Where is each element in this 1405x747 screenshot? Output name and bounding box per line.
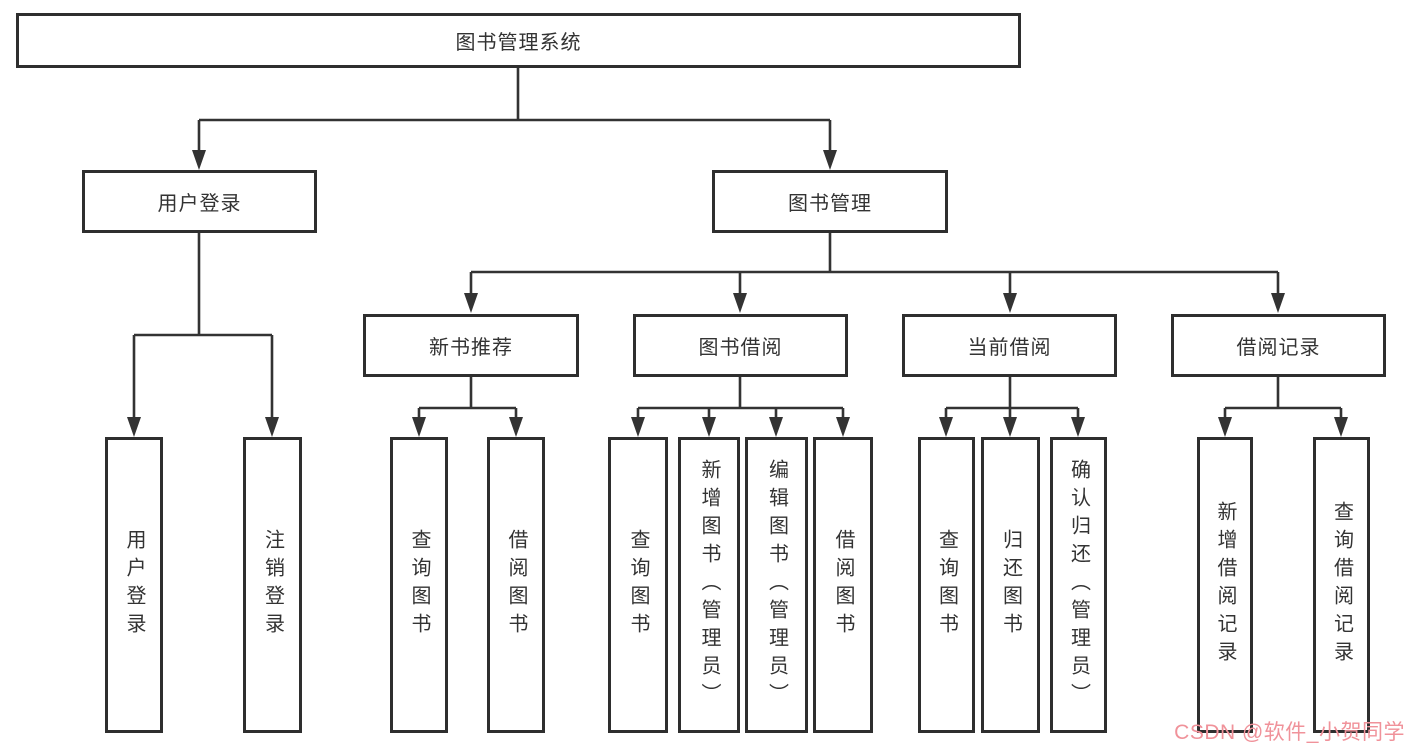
leaf-borrow-books-recommend: 借阅图书: [487, 437, 545, 733]
leaf-query-books-recommend: 查询图书: [390, 437, 448, 733]
leaf-query-books-borrowing: 查询图书: [608, 437, 668, 733]
leaf-query-borrow-record: 查询借阅记录: [1313, 437, 1370, 733]
node-book-borrowing-label: 图书借阅: [698, 337, 783, 359]
node-root-label: 图书管理系统: [455, 32, 582, 54]
leaf-add-book-admin: 新增图书（管理员）: [678, 437, 740, 733]
leaf-label: 查询图书: [408, 529, 430, 641]
leaf-label: 查询图书: [627, 529, 649, 641]
node-borrowing-records: 借阅记录: [1171, 314, 1386, 377]
leaf-label: 借阅图书: [832, 529, 854, 641]
node-book-management: 图书管理: [712, 170, 948, 233]
leaf-user-login: 用户登录: [105, 437, 163, 733]
node-root: 图书管理系统: [16, 13, 1021, 68]
leaf-edit-book-admin: 编辑图书（管理员）: [745, 437, 808, 733]
leaf-confirm-return-admin: 确认归还（管理员）: [1050, 437, 1107, 733]
leaf-return-book: 归还图书: [981, 437, 1040, 733]
csdn-watermark: CSDN @软件_小贺同学: [1174, 721, 1405, 744]
leaf-label: 查询借阅记录: [1330, 501, 1353, 669]
leaf-label: 新增图书（管理员）: [698, 459, 720, 711]
leaf-label: 确认归还（管理员）: [1067, 459, 1090, 711]
leaf-label: 用户登录: [123, 529, 145, 641]
node-new-book-recommend: 新书推荐: [363, 314, 579, 377]
node-current-borrowing-label: 当前借阅: [967, 337, 1052, 359]
node-borrowing-records-label: 借阅记录: [1236, 337, 1321, 359]
leaf-label: 注销登录: [261, 529, 284, 641]
leaf-add-borrow-record: 新增借阅记录: [1197, 437, 1253, 733]
leaf-query-books-current: 查询图书: [918, 437, 975, 733]
leaf-label: 查询图书: [935, 529, 958, 641]
leaf-label: 编辑图书（管理员）: [765, 459, 788, 711]
leaf-label: 借阅图书: [505, 529, 527, 641]
node-user-login-label: 用户登录: [157, 193, 242, 215]
node-current-borrowing: 当前借阅: [902, 314, 1117, 377]
leaf-logout: 注销登录: [243, 437, 302, 733]
leaf-label: 新增借阅记录: [1214, 501, 1236, 669]
node-book-borrowing: 图书借阅: [633, 314, 848, 377]
node-book-management-label: 图书管理: [788, 193, 872, 215]
node-user-login: 用户登录: [82, 170, 317, 233]
leaf-label: 归还图书: [999, 529, 1022, 641]
node-new-book-recommend-label: 新书推荐: [429, 337, 513, 359]
arrowheads: [127, 150, 1348, 437]
leaf-borrow-books-borrowing: 借阅图书: [813, 437, 873, 733]
